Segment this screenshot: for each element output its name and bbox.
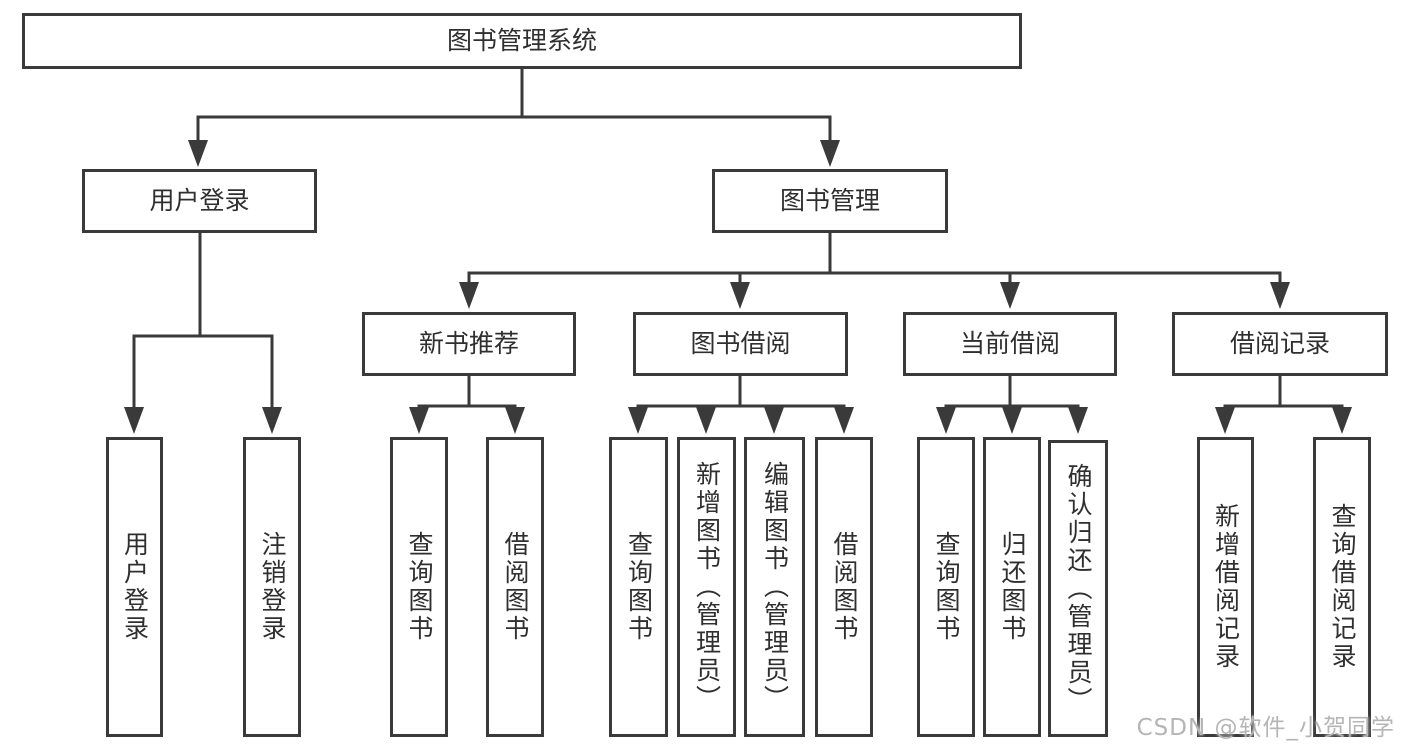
node-current-borrowing: 当前借阅	[903, 312, 1117, 376]
leaf-confirm-return-admin: 确认归还（管理员）	[1048, 440, 1108, 737]
leaf-edit-books-admin: 编辑图书（管理员）	[744, 437, 805, 737]
leaf-query-books-current: 查询图书	[917, 437, 975, 737]
leaf-add-books-admin: 新增图书（管理员）	[677, 437, 736, 737]
leaf-query-borrow-record: 查询借阅记录	[1313, 437, 1371, 737]
node-new-book-recommendation: 新书推荐	[362, 312, 576, 376]
leaf-user-login: 用户登录	[106, 437, 163, 737]
node-user-login: 用户登录	[82, 169, 317, 233]
watermark: CSDN @软件_小贺同学	[1136, 715, 1395, 741]
node-borrowing-records: 借阅记录	[1172, 312, 1388, 376]
leaf-query-books-borrow: 查询图书	[609, 437, 668, 737]
node-library-management-system: 图书管理系统	[22, 13, 1022, 69]
leaf-add-borrow-record: 新增借阅记录	[1197, 437, 1254, 737]
leaf-return-books: 归还图书	[983, 437, 1041, 737]
leaf-query-books-recommend: 查询图书	[390, 437, 448, 737]
leaf-logout-login: 注销登录	[243, 437, 301, 737]
node-book-management: 图书管理	[712, 169, 948, 233]
node-book-borrowing: 图书借阅	[633, 312, 848, 376]
leaf-borrow-books: 借阅图书	[815, 437, 873, 737]
leaf-borrow-books-recommend: 借阅图书	[486, 437, 544, 737]
